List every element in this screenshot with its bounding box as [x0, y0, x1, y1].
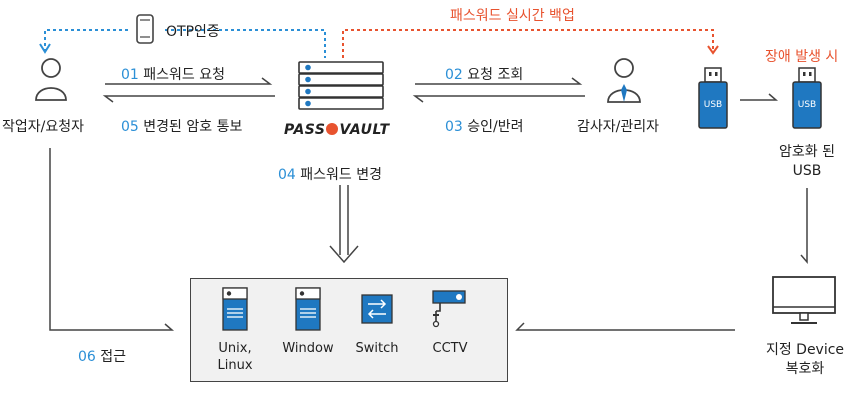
step-06: 06 접근	[78, 349, 127, 365]
arrow-01	[105, 77, 273, 85]
cctv-icon	[430, 289, 470, 329]
arrow-06	[49, 148, 175, 331]
backup-label: 패스워드 실시간 백업	[450, 8, 575, 24]
encrypted-usb-label: 암호화 된 USB	[779, 144, 835, 179]
monitor-icon	[771, 275, 837, 327]
server-stack-icon	[296, 60, 386, 112]
arrow-04	[329, 185, 359, 264]
target-label-switch: Switch	[355, 341, 399, 356]
failure-label: 장애 발생 시	[765, 49, 839, 65]
encrypted-usb-icon	[791, 66, 823, 130]
arrow-device-targets	[515, 322, 735, 331]
auditor-icon	[604, 56, 644, 104]
otp-connector	[44, 29, 128, 52]
usb-label-1: USB	[703, 100, 723, 110]
step-04: 04 패스워드 변경	[278, 167, 383, 183]
step-03: 03 승인/반려	[445, 119, 524, 135]
switch-icon	[361, 294, 393, 324]
arrow-usb-device	[800, 188, 808, 265]
arrow-03	[412, 95, 585, 103]
target-label-window: Window	[282, 341, 334, 356]
usb-icon	[697, 66, 729, 130]
arrow-usb	[740, 93, 779, 101]
target-label-cctv: CCTV	[432, 341, 468, 356]
arrow-05	[102, 95, 275, 103]
auditor-label: 감사자/관리자	[577, 119, 659, 135]
usb-label-2: USB	[797, 100, 817, 110]
backup-connector	[342, 29, 714, 58]
person-icon	[33, 56, 69, 102]
step-05: 05 변경된 암호 통보	[121, 119, 243, 135]
phone-icon	[136, 14, 154, 44]
step-02: 02 요청 조회	[445, 67, 524, 83]
arrow-02	[415, 77, 583, 85]
server-icon	[222, 287, 248, 331]
server-icon	[295, 287, 321, 331]
device-label: 지정 Device 복호화	[765, 342, 845, 377]
requester-label: 작업자/요청자	[2, 119, 84, 135]
step-01: 01 패스워드 요청	[121, 67, 226, 83]
target-label-unix: Unix, Linux	[217, 341, 253, 373]
otp-label: OTP인증	[166, 24, 220, 40]
